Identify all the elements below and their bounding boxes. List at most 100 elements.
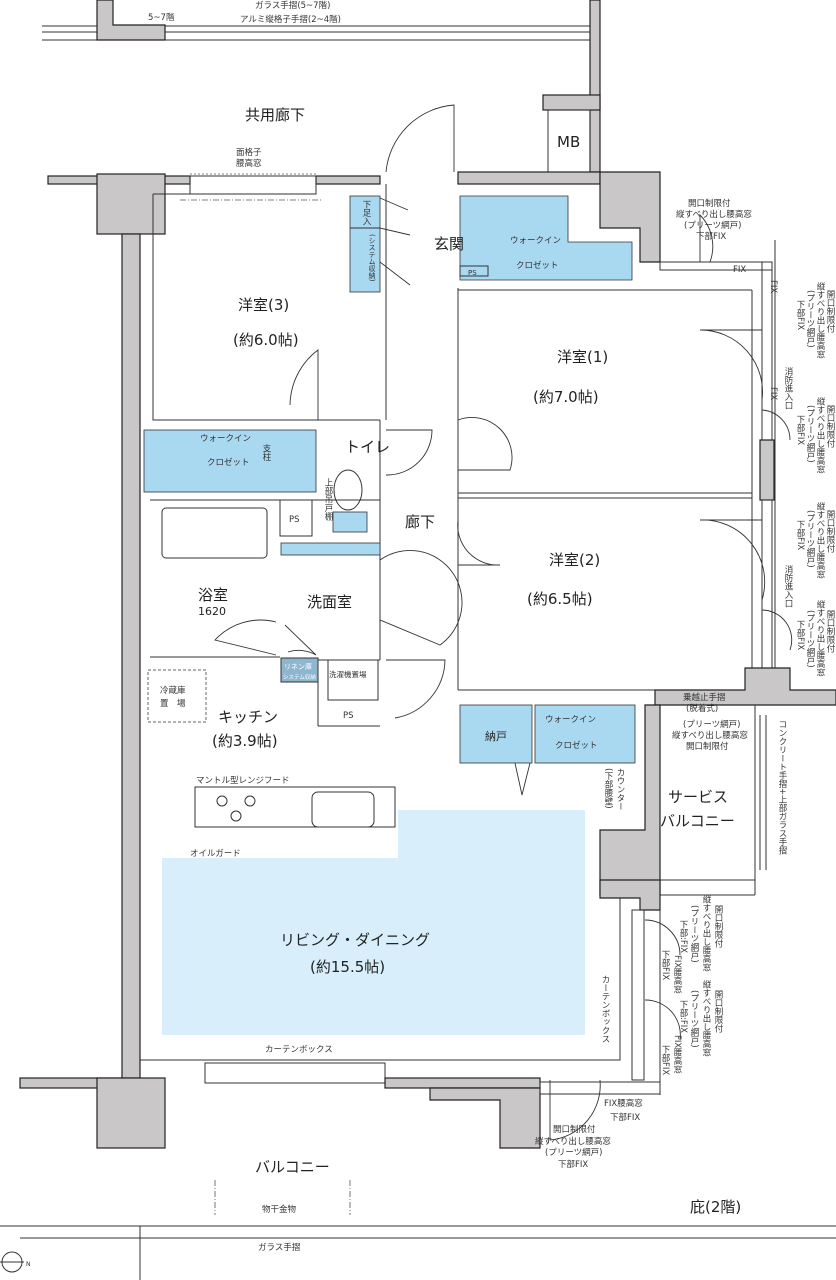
service-balcony-label-1: サービス bbox=[668, 788, 728, 806]
room2-name: 洋室(2) bbox=[549, 551, 600, 569]
concrete-rail-label: コンクリート手摺+上部ガラス手摺 bbox=[777, 720, 787, 856]
wic-room3-label-2: クロゼット bbox=[207, 457, 250, 468]
shoe-storage-sub: (システム収納) bbox=[368, 234, 376, 282]
wic-room2-label-2: クロゼット bbox=[555, 740, 598, 751]
kitchen-size: (約3.9帖) bbox=[212, 732, 278, 750]
balcony-label: バルコニー bbox=[255, 1158, 330, 1176]
living-name: リビング・ダイニング bbox=[280, 931, 430, 949]
sink bbox=[311, 791, 375, 828]
linen-label-2: システム収納 bbox=[283, 673, 316, 681]
common-corridor-label: 共用廊下 bbox=[245, 106, 305, 124]
svg-text:下部FIX: 下部FIX bbox=[795, 520, 805, 550]
fire-entry-2: 消防進入口 bbox=[783, 564, 793, 607]
rail-aluminum-label: アルミ縦格子手摺(2~4階) bbox=[240, 14, 341, 25]
room2-size: (約6.5帖) bbox=[527, 590, 593, 608]
ld-bottom-fix: 下部FIX bbox=[610, 1112, 640, 1123]
room-windows[interactable] bbox=[549, 213, 793, 1141]
svg-text:開口制限付: 開口制限付 bbox=[825, 610, 835, 653]
svg-text:(プリーツ網戸): (プリーツ網戸) bbox=[689, 905, 699, 963]
svg-text:(プリーツ網戸): (プリーツ網戸) bbox=[805, 610, 815, 668]
service-balcony-label-2: バルコニー bbox=[660, 812, 735, 830]
entrance-door[interactable] bbox=[385, 104, 455, 173]
toilet-tank bbox=[332, 511, 368, 533]
wic-room3-label-1: ウォークイン bbox=[200, 434, 251, 444]
kitchen-counter bbox=[194, 786, 396, 828]
svg-text:FIX腰高窓: FIX腰高窓 bbox=[672, 1035, 682, 1074]
fix-label: FIX bbox=[733, 265, 746, 275]
svg-text:開口制限付: 開口制限付 bbox=[825, 405, 835, 448]
toilet-label: トイレ bbox=[345, 438, 390, 456]
room1-window-2: 縦すべり出し腰高窓 bbox=[676, 209, 752, 220]
mb-label: MB bbox=[557, 133, 580, 151]
handrail-label-1: 乗越止手摺 bbox=[683, 692, 726, 703]
kitchen-name: キッチン bbox=[218, 708, 278, 726]
ps-label-3: PS bbox=[343, 711, 354, 721]
fix-vertical-1: FIX bbox=[768, 280, 778, 293]
svg-text:下部FIX: 下部FIX bbox=[795, 415, 805, 445]
rail-glass-label: ガラス手摺(5~7階) bbox=[255, 0, 330, 11]
svg-text:縦すべり出し腰高窓: 縦すべり出し腰高窓 bbox=[815, 281, 825, 358]
linen-label-1: リネン庫 bbox=[284, 662, 312, 671]
room1-size: (約7.0帖) bbox=[533, 388, 599, 406]
ld-side-window-notes: 下部:FIX (プリーツ網戸) 縦すべり出し腰高窓 開口制限付 下部FIX FI… bbox=[660, 894, 723, 1075]
svg-text:縦すべり出し腰高窓: 縦すべり出し腰高窓 bbox=[701, 979, 711, 1056]
fridge-label-1: 冷蔵庫 bbox=[160, 685, 186, 696]
wic-room1 bbox=[459, 195, 633, 281]
sb-window-3: 開口制限付 bbox=[686, 741, 729, 752]
svg-text:下部:FIX: 下部:FIX bbox=[678, 920, 688, 953]
svg-text:縦すべり出し腰高窓: 縦すべり出し腰高窓 bbox=[815, 396, 825, 473]
ld-bottom-window-1: 開口制限付 bbox=[553, 1124, 596, 1135]
wic-room1-label-2: クロゼット bbox=[516, 260, 559, 271]
svg-text:下部FIX: 下部FIX bbox=[795, 300, 805, 330]
svg-text:(プリーツ網戸): (プリーツ網戸) bbox=[805, 510, 815, 568]
svg-text:開口制限付: 開口制限付 bbox=[825, 510, 835, 553]
counter-label: カウンター bbox=[615, 768, 625, 811]
ld-bottom-fix-waist: FIX腰高窓 bbox=[604, 1098, 643, 1109]
bath-size: 1620 bbox=[198, 605, 226, 618]
eaves-label: 庇(2階) bbox=[690, 1198, 741, 1216]
room1-name: 洋室(1) bbox=[557, 348, 608, 366]
corridor-window-label-1: 面格子 bbox=[236, 147, 262, 158]
shoe-storage bbox=[349, 195, 381, 293]
side-window-notes: 下部FIX (プリーツ網戸) 縦すべり出し腰高窓 開口制限付 下部FIX (プリ… bbox=[795, 281, 835, 676]
bath-name: 浴室 bbox=[198, 586, 228, 604]
storage-closet bbox=[459, 704, 533, 764]
glass-rail-label: ガラス手摺 bbox=[258, 1242, 300, 1253]
svg-text:開口制限付: 開口制限付 bbox=[713, 905, 723, 948]
svg-text:下部FIX: 下部FIX bbox=[660, 1045, 670, 1075]
wic-room1-label-1: ウォークイン bbox=[510, 236, 561, 246]
rail-floor-note: 5~7階 bbox=[148, 12, 175, 23]
svg-text:(プリーツ網戸): (プリーツ網戸) bbox=[805, 405, 815, 463]
svg-text:縦すべり出し腰高窓: 縦すべり出し腰高窓 bbox=[815, 501, 825, 578]
wic-room2 bbox=[534, 704, 636, 764]
corridor-window-label-2: 腰高窓 bbox=[236, 158, 262, 169]
svg-text:下部FIX: 下部FIX bbox=[660, 950, 670, 980]
washer-label: 洗濯機置場 bbox=[329, 669, 367, 679]
bottom-walls bbox=[0, 1062, 836, 1280]
counter-sub: (下部腰壁) bbox=[603, 768, 613, 809]
vanity bbox=[280, 542, 381, 556]
fridge-label-2: 置 場 bbox=[160, 698, 186, 709]
fire-entry-1: 消防進入口 bbox=[783, 366, 793, 409]
living-dining-area bbox=[162, 810, 585, 1035]
fix-vertical-2: FIX bbox=[768, 387, 778, 400]
ld-bottom-window-2: 縦すべり出し腰高窓 bbox=[535, 1136, 611, 1147]
ps-shaft bbox=[279, 499, 313, 537]
shoe-storage-label: 下足入 bbox=[361, 200, 371, 226]
hallway-label: 廊下 bbox=[405, 513, 435, 531]
storage-label: 納戸 bbox=[485, 730, 507, 743]
north-compass-icon: N bbox=[0, 1251, 31, 1273]
curtain-box-bottom: カーテンボックス bbox=[265, 1045, 333, 1055]
wic-room2-label-1: ウォークイン bbox=[545, 715, 596, 725]
svg-text:縦すべり出し腰高窓: 縦すべり出し腰高窓 bbox=[815, 599, 825, 676]
top-handrail bbox=[42, 0, 590, 41]
corridor-wall bbox=[47, 171, 661, 1081]
pillar-label: 支柱 bbox=[261, 443, 271, 462]
toilet-icon bbox=[333, 469, 363, 511]
compass-label: N bbox=[26, 1261, 31, 1268]
toilet-shelf-label: 上部吊戸棚 bbox=[323, 478, 333, 521]
mb-shaft: MB bbox=[542, 0, 601, 173]
washer-space bbox=[327, 659, 379, 701]
svg-text:FIX腰高窓: FIX腰高窓 bbox=[672, 955, 682, 994]
room1-window-3: (プリーツ網戸) bbox=[684, 220, 741, 231]
